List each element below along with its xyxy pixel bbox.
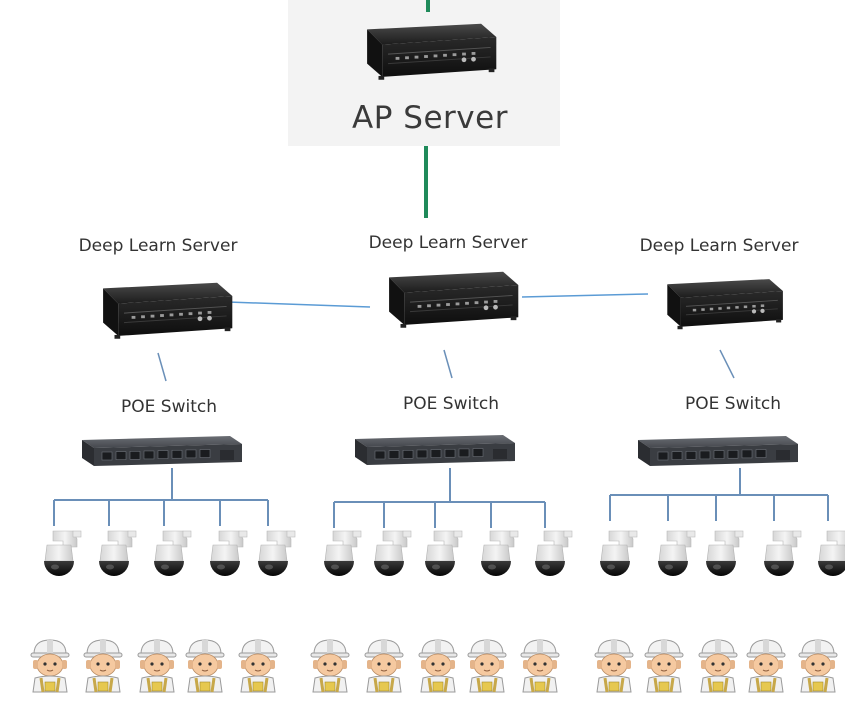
worker-icon-3-5 <box>798 639 838 693</box>
camera-icon-1-1 <box>44 530 82 576</box>
ap-server-label: AP Server <box>352 100 508 136</box>
worker-icon-2-3 <box>418 639 458 693</box>
worker-icon-2-4 <box>467 639 507 693</box>
deep-learn-server-icon-1 <box>103 282 233 339</box>
link-dl1-dl2 <box>227 301 371 308</box>
worker-icon-3-1 <box>594 639 634 693</box>
worker-icon-2-2 <box>364 639 404 693</box>
camera-icon-3-1 <box>600 530 638 576</box>
poe-switch-icon-2 <box>355 435 515 465</box>
poe-switch-label-3: POE Switch <box>685 394 781 414</box>
poe-switch-label-2: POE Switch <box>403 394 499 414</box>
deep-learn-server-label-3: Deep Learn Server <box>639 236 799 256</box>
connector-dl1-switch1 <box>157 352 167 382</box>
worker-icon-1-4 <box>185 639 225 693</box>
camera-icon-2-5 <box>535 530 573 576</box>
worker-icon-3-2 <box>644 639 684 693</box>
camera-icon-3-2 <box>658 530 696 576</box>
poe-switch-label-1: POE Switch <box>121 397 217 417</box>
connector-dl2-switch2 <box>443 349 453 379</box>
worker-icon-3-3 <box>698 639 738 693</box>
camera-icon-1-4 <box>210 530 248 576</box>
poe-switch-icon-3 <box>638 436 798 466</box>
camera-icon-1-2 <box>99 530 137 576</box>
worker-icon-1-5 <box>238 639 278 693</box>
deep-learn-server-icon-3 <box>667 279 783 330</box>
camera-icon-2-1 <box>324 530 362 576</box>
worker-icon-3-4 <box>746 639 786 693</box>
camera-icon-2-2 <box>374 530 412 576</box>
deep-learn-server-icon-2 <box>389 271 519 328</box>
camera-icon-3-5 <box>818 530 845 576</box>
camera-icon-1-5 <box>258 530 296 576</box>
worker-icon-1-3 <box>137 639 177 693</box>
deep-learn-server-label-2: Deep Learn Server <box>368 233 528 253</box>
ap-server-icon <box>367 23 497 80</box>
link-dl2-dl3 <box>521 293 649 298</box>
worker-icon-2-5 <box>520 639 560 693</box>
camera-icon-1-3 <box>154 530 192 576</box>
camera-icon-3-3 <box>706 530 744 576</box>
camera-icon-3-4 <box>764 530 802 576</box>
deep-learn-server-label-1: Deep Learn Server <box>78 236 238 256</box>
poe-switch-icon-1 <box>82 436 242 466</box>
worker-icon-1-2 <box>83 639 123 693</box>
camera-icon-2-4 <box>481 530 519 576</box>
worker-icon-2-1 <box>310 639 350 693</box>
worker-icon-1-1 <box>30 639 70 693</box>
camera-icon-2-3 <box>425 530 463 576</box>
connector-dl3-switch3 <box>719 349 735 379</box>
